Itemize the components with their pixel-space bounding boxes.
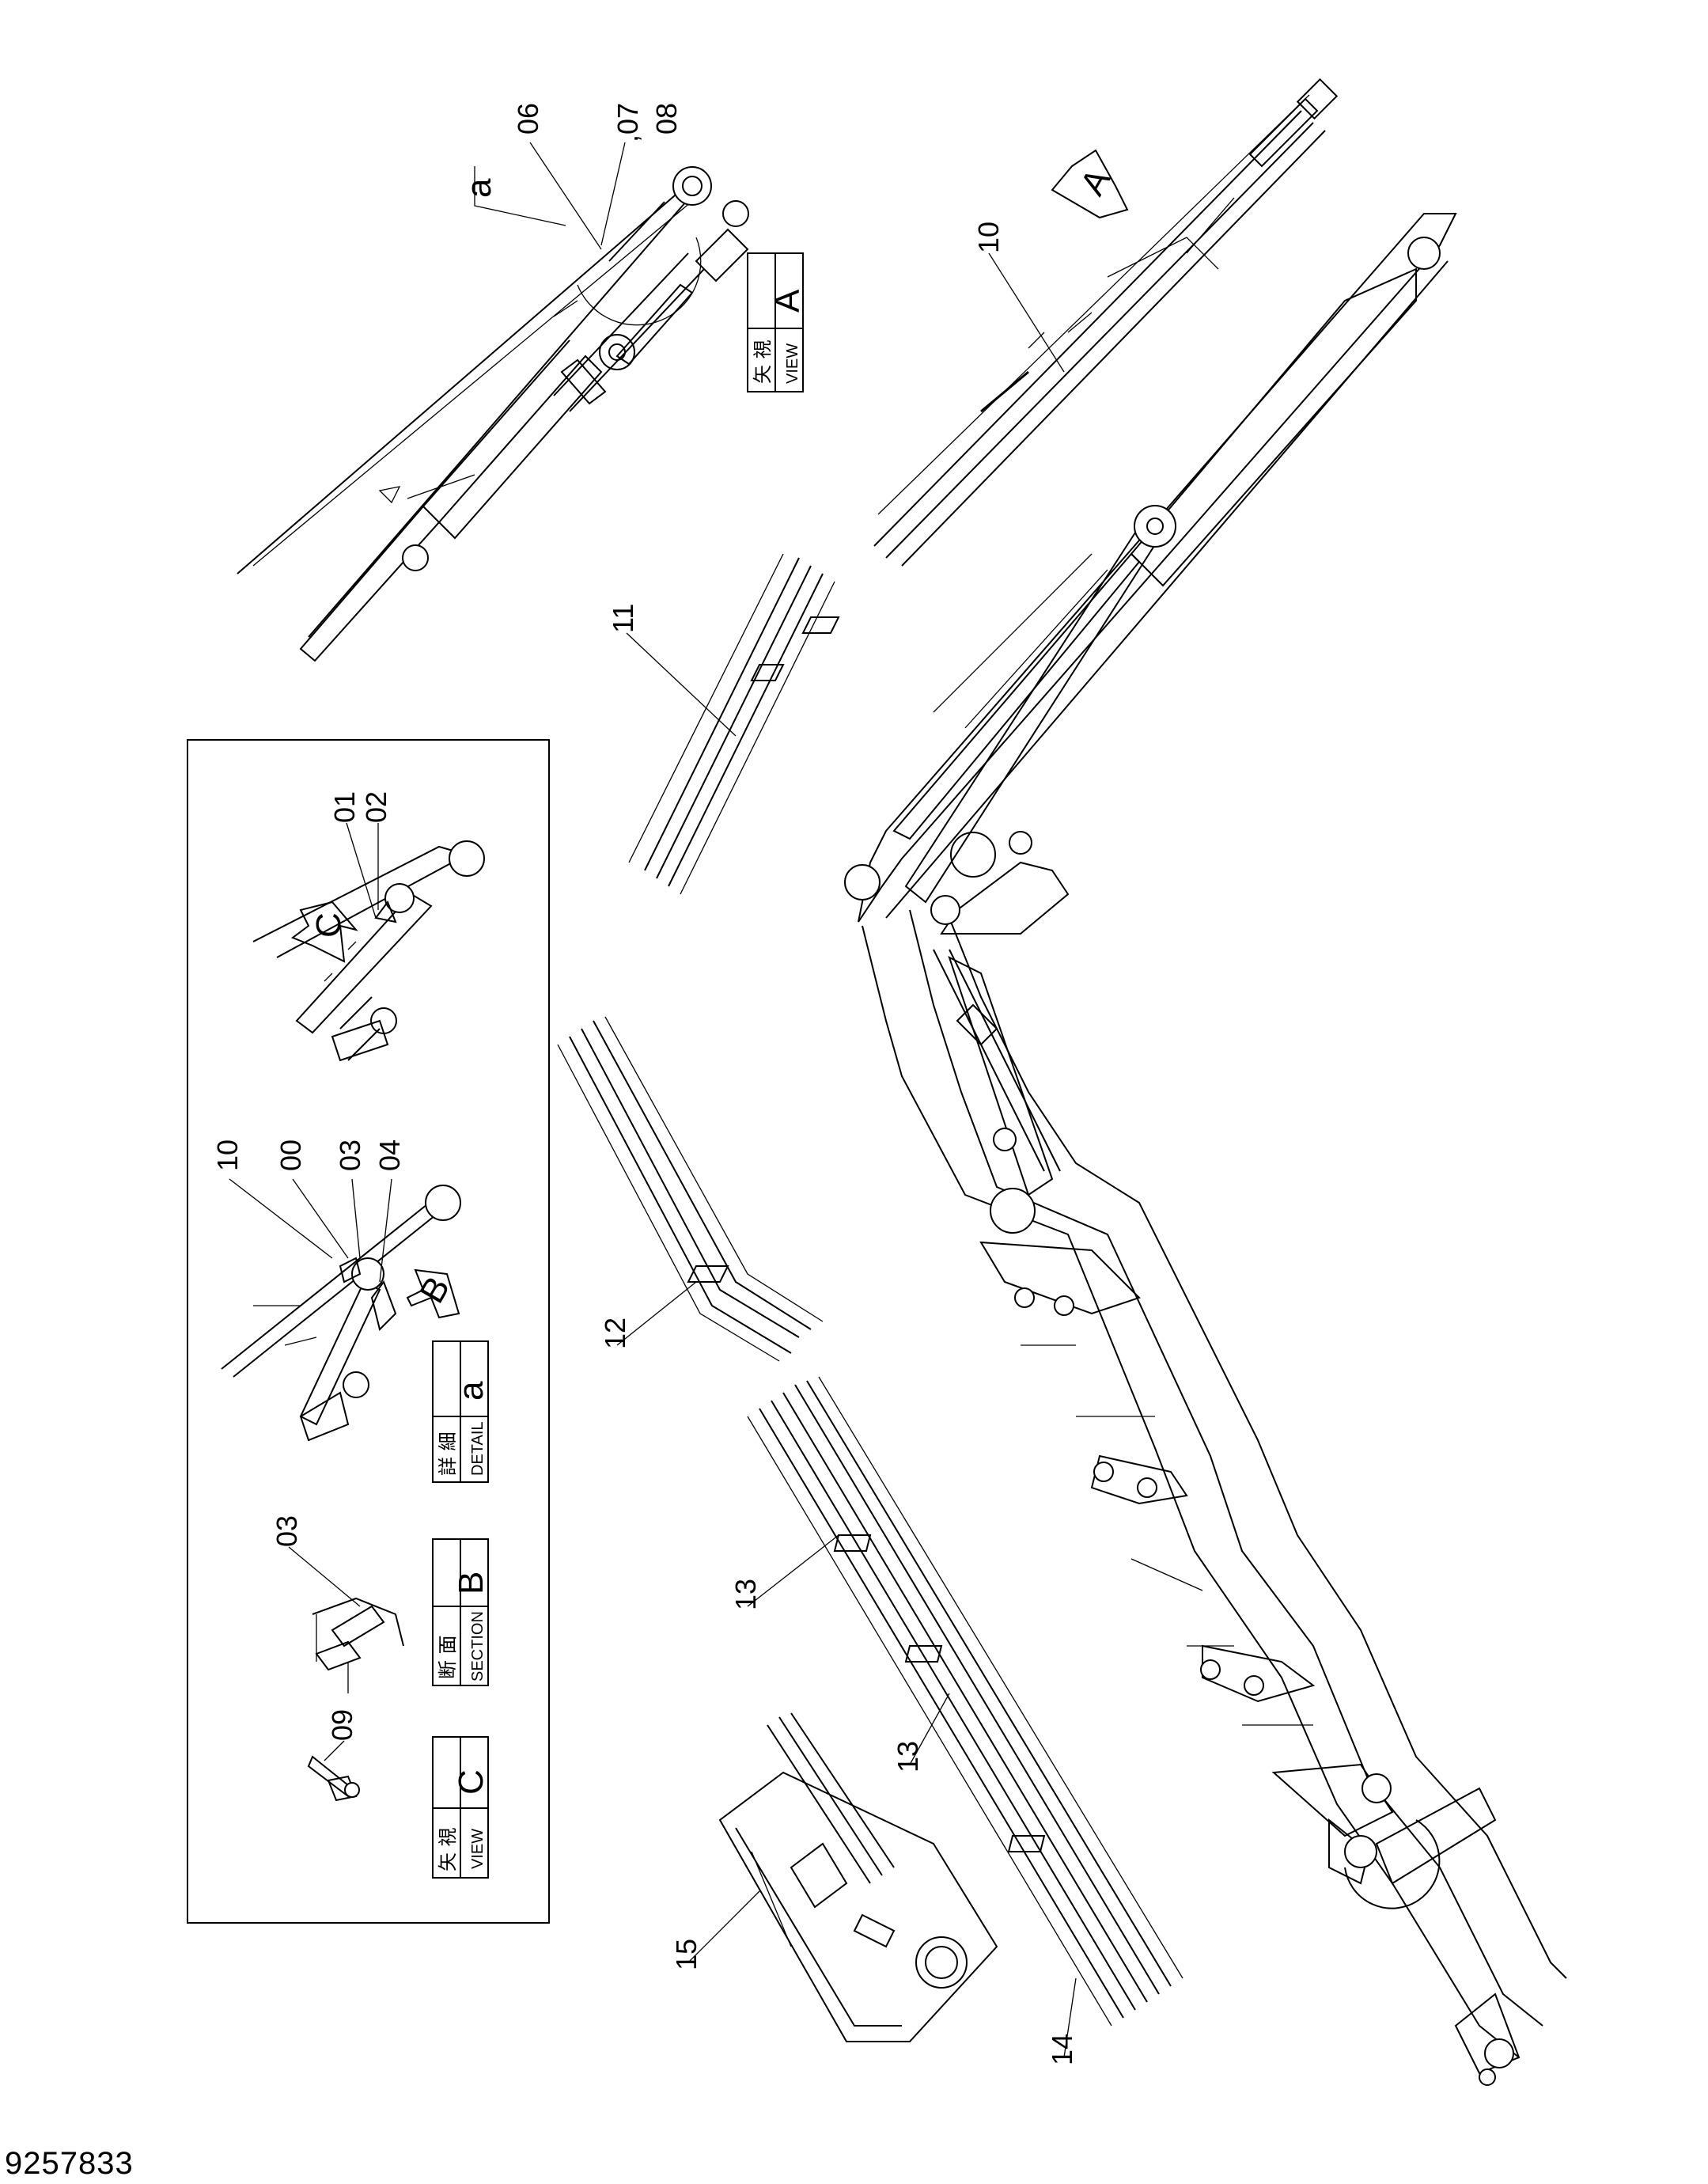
svg-text:矢 視: 矢 視: [752, 339, 774, 384]
callout-10-top: 10: [972, 222, 1065, 373]
callout-09: 09: [324, 1709, 358, 1761]
svg-text:07: 07: [612, 103, 644, 135]
pipe-strip-13: [747, 1376, 1183, 2027]
svg-text:01: 01: [328, 791, 361, 823]
svg-text:DETAIL: DETAIL: [469, 1421, 487, 1476]
callout-03-detail: 03: [334, 1139, 366, 1259]
callout-00: 00: [275, 1139, 349, 1259]
svg-text:13: 13: [729, 1579, 762, 1610]
drawing-number: 9257833: [5, 2146, 134, 2181]
view-c-sketch: [307, 1755, 360, 1802]
svg-text:断 面: 断 面: [437, 1635, 459, 1679]
main-boom: [844, 213, 1567, 2086]
svg-text:SECTION: SECTION: [469, 1611, 487, 1682]
callout-04: 04: [373, 1139, 406, 1283]
svg-text:11: 11: [607, 604, 639, 633]
callout-07-08: 07 , 08: [600, 103, 683, 246]
callout-11: 11: [607, 604, 737, 737]
callout-13-lower: 13: [892, 1693, 950, 1773]
callout-06: 06: [512, 103, 602, 250]
label-box-view-a: 矢 視 VIEW A: [747, 252, 807, 392]
detail-marker-a: a: [460, 166, 566, 226]
pipe-strip-12: [557, 1016, 824, 1362]
svg-text:12: 12: [599, 1318, 631, 1349]
svg-text:04: 04: [373, 1139, 406, 1171]
svg-text:09: 09: [326, 1709, 358, 1741]
detail-view-middle: [221, 1185, 461, 1442]
detail-view-upper: [252, 840, 485, 1062]
callout-15: 15: [670, 1890, 760, 1970]
arm-view-top: [237, 166, 749, 662]
svg-text:A: A: [768, 289, 807, 313]
callout-01: 01: [328, 791, 377, 919]
callout-10-detail: 10: [211, 1139, 333, 1259]
boom-cylinder: [904, 513, 1171, 1172]
svg-text:詳 細: 詳 細: [437, 1431, 459, 1476]
callout-13-upper: 13: [729, 1534, 839, 1610]
svg-text:a: a: [460, 178, 498, 198]
view-arrow-c: C: [290, 901, 358, 963]
svg-text:03: 03: [271, 1515, 303, 1547]
svg-text:14: 14: [1046, 2034, 1078, 2065]
pipe-strip-11: [628, 553, 840, 895]
svg-text:VIEW: VIEW: [784, 343, 801, 384]
svg-text:矢 視: 矢 視: [437, 1827, 459, 1871]
base-frame-15: [718, 1712, 998, 2042]
callout-14: 14: [1046, 1977, 1078, 2065]
svg-text:A: A: [1073, 162, 1118, 202]
svg-text:a: a: [452, 1381, 490, 1401]
label-box-view-c: 矢 視 VIEW C: [432, 1736, 490, 1879]
svg-text:,: ,: [612, 135, 644, 142]
svg-text:15: 15: [670, 1939, 703, 1970]
svg-text:C: C: [452, 1769, 490, 1795]
svg-text:VIEW: VIEW: [469, 1829, 487, 1869]
arm-upper: [892, 237, 1441, 840]
view-arrow-b: B: [406, 1268, 460, 1319]
svg-text:06: 06: [512, 103, 544, 135]
section-b-sketch: [312, 1597, 404, 1693]
label-box-detail-a: 詳 細 DETAIL a: [432, 1340, 490, 1483]
svg-text:02: 02: [360, 791, 392, 823]
view-arrow-a: A: [1051, 149, 1129, 219]
svg-text:B: B: [452, 1572, 490, 1594]
svg-text:10: 10: [211, 1139, 244, 1171]
label-box-section-b: 断 面 SECTION B: [432, 1538, 490, 1686]
svg-text:00: 00: [275, 1139, 307, 1171]
arm-view-right: [873, 78, 1339, 567]
svg-text:10: 10: [972, 222, 1005, 253]
callout-03-section: 03: [271, 1515, 361, 1607]
detail-frame: [187, 739, 550, 1924]
svg-text:B: B: [412, 1270, 457, 1310]
svg-text:C: C: [309, 912, 348, 938]
svg-text:08: 08: [650, 103, 683, 135]
svg-text:03: 03: [334, 1139, 366, 1171]
callout-12: 12: [599, 1281, 697, 1349]
callout-02: 02: [360, 791, 392, 910]
svg-text:13: 13: [892, 1741, 924, 1773]
